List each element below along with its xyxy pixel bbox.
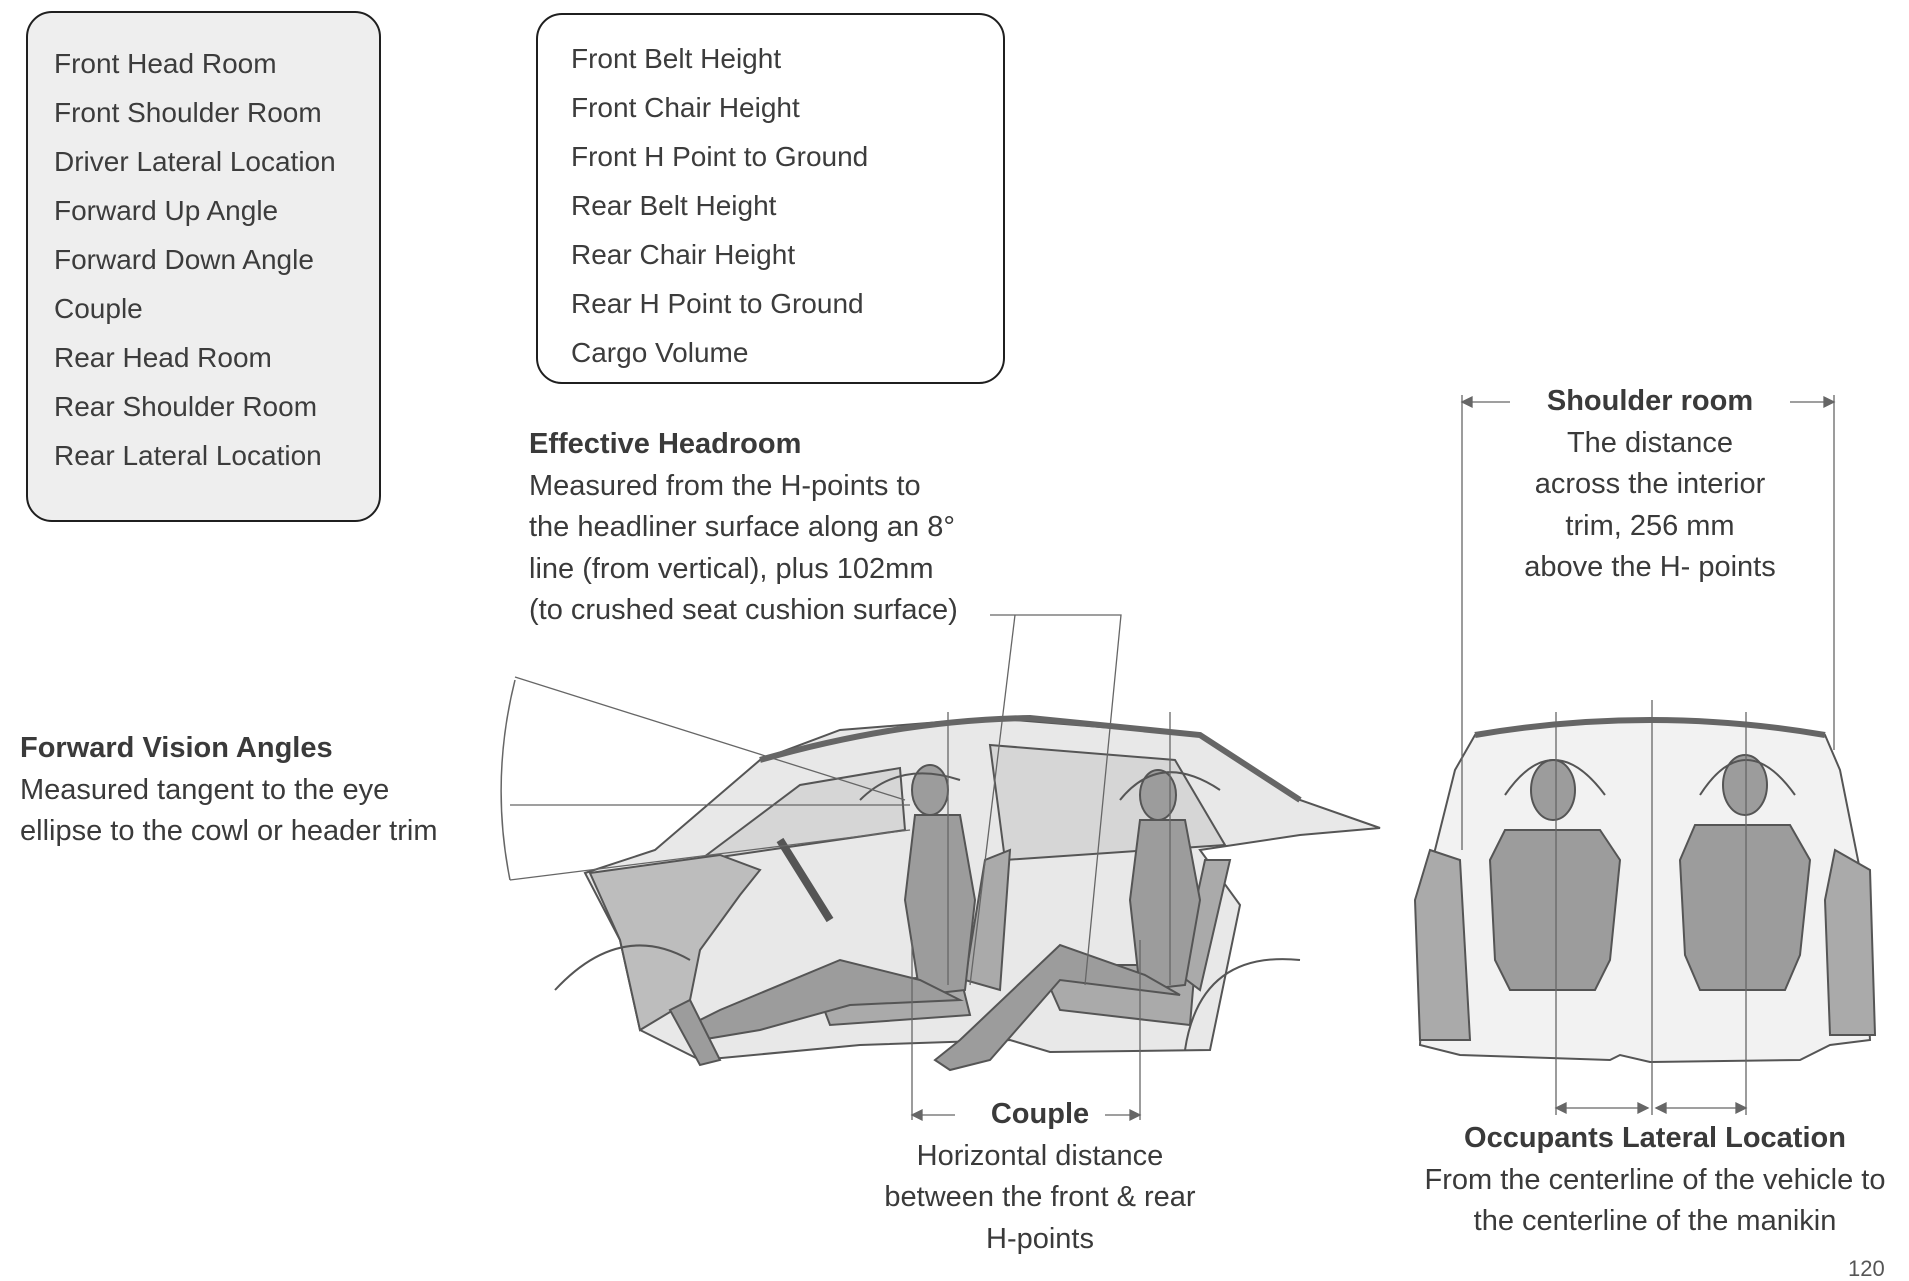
list-item: Rear Belt Height xyxy=(571,190,777,221)
list-item: Rear Head Room xyxy=(54,342,272,373)
headroom-line: line (from vertical), plus 102mm xyxy=(529,552,934,585)
side-view-car xyxy=(554,714,1381,1072)
vision-line: Measured tangent to the eye xyxy=(20,773,390,806)
vision-annotation: Forward Vision Angles Measured tangent t… xyxy=(20,728,437,853)
lateral-line: the centerline of the manikin xyxy=(1473,1205,1837,1237)
measurement-list-left: Front Head Room Front Shoulder Room Driv… xyxy=(26,11,381,522)
couple-line: Horizontal distance xyxy=(916,1139,1164,1172)
shoulder-line: trim, 256 mm xyxy=(1565,509,1735,542)
couple-title: Couple xyxy=(990,1098,1090,1130)
vision-line: ellipse to the cowl or header trim xyxy=(20,815,438,847)
shoulder-title: Shoulder room xyxy=(1546,385,1754,417)
list-item: Front Belt Height xyxy=(571,43,782,74)
headroom-line: the headliner surface along an 8° xyxy=(529,511,955,543)
list-item: Rear Lateral Location xyxy=(54,440,322,471)
list-item: Cargo Volume xyxy=(571,337,749,368)
vision-title: Forward Vision Angles xyxy=(20,732,333,764)
shoulder-line: above the H- points xyxy=(1524,551,1776,583)
lateral-title: Occupants Lateral Location xyxy=(1464,1122,1846,1154)
list-item: Rear Chair Height xyxy=(571,239,796,270)
list-item: Rear H Point to Ground xyxy=(571,288,864,319)
cross-section-view xyxy=(1413,717,1877,1064)
couple-line: between the front & rear xyxy=(884,1181,1196,1213)
headroom-title: Effective Headroom xyxy=(529,428,802,460)
lateral-annotation: Occupants Lateral Location From the cent… xyxy=(1400,1118,1909,1243)
headroom-annotation: Effective Headroom Measured from the H-p… xyxy=(529,424,958,632)
shoulder-annotation: Shoulder room The distance across the in… xyxy=(1490,381,1810,589)
shoulder-line: The distance xyxy=(1566,426,1734,459)
list-item: Front Chair Height xyxy=(571,92,800,123)
headroom-line: (to crushed seat cushion surface) xyxy=(529,594,958,626)
shoulder-line: across the interior xyxy=(1534,468,1766,500)
headroom-line: Measured from the H-points to xyxy=(529,469,921,502)
couple-annotation: Couple Horizontal distance between the f… xyxy=(860,1094,1220,1260)
couple-line: H-points xyxy=(986,1222,1094,1255)
page-number: 120 xyxy=(1848,1256,1885,1281)
list-item: Forward Down Angle xyxy=(54,244,314,275)
list-item: Front Head Room xyxy=(54,48,277,79)
measurement-list-right: Front Belt Height Front Chair Height Fro… xyxy=(536,13,1005,384)
list-item: Front Shoulder Room xyxy=(54,97,322,128)
list-item: Rear Shoulder Room xyxy=(54,391,318,422)
list-item: Forward Up Angle xyxy=(54,195,279,226)
cross-section-leader-lines xyxy=(1460,395,1836,1115)
side-view-leader-lines xyxy=(500,614,1171,1122)
list-item: Driver Lateral Location xyxy=(54,146,336,177)
lateral-line: From the centerline of the vehicle to xyxy=(1424,1163,1886,1196)
list-item: Front H Point to Ground xyxy=(571,141,869,172)
list-item: Couple xyxy=(54,293,143,324)
